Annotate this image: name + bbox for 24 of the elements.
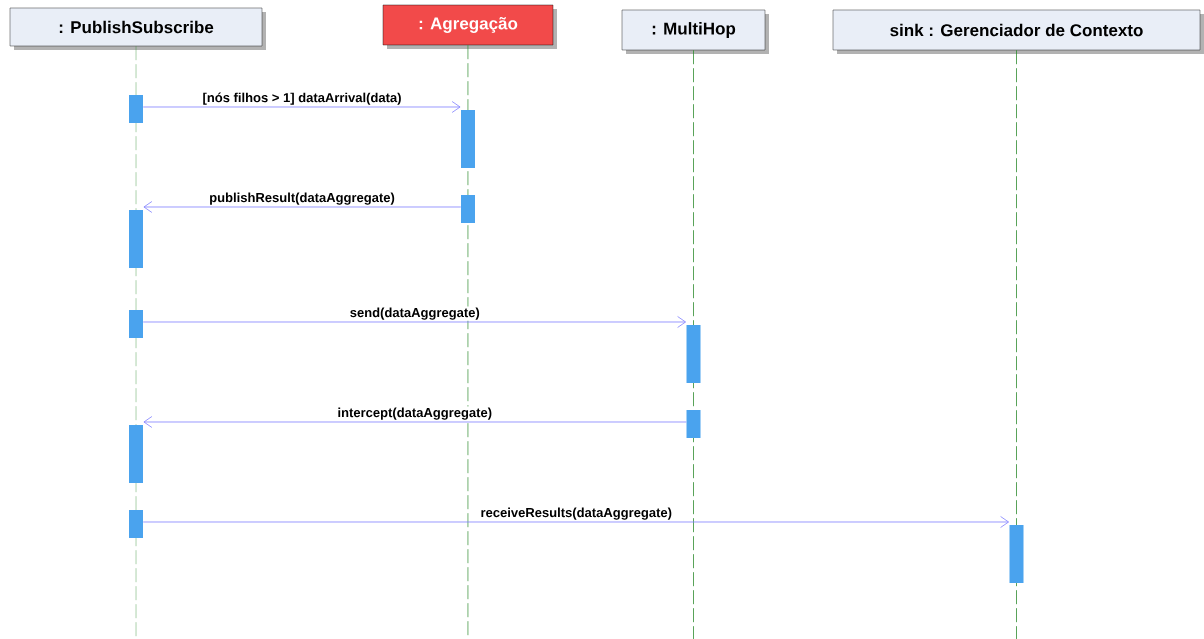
activation-bar	[461, 195, 475, 223]
lifeline-header: sink : Gerenciador de Contexto	[832, 9, 1204, 54]
activation-bar	[129, 310, 143, 338]
activation-bar	[461, 110, 475, 168]
message-label: send(dataAggregate)	[348, 306, 481, 321]
message-label: intercept(dataAggregate)	[336, 406, 494, 421]
message-arrow	[143, 201, 462, 213]
activation-bar	[1009, 525, 1024, 583]
activation-bar	[129, 95, 143, 123]
message-label: receiveResults(dataAggregate)	[479, 506, 673, 521]
activation-bar	[129, 210, 143, 268]
activation-bar	[129, 425, 143, 483]
message-label: publishResult(dataAggregate)	[208, 191, 396, 206]
message-arrow	[142, 101, 461, 113]
activation-bar	[686, 410, 701, 438]
lifeline-header: : Agregação	[382, 4, 557, 49]
activation-bar	[686, 325, 701, 383]
lifeline-header: : MultiHop	[621, 9, 769, 54]
message-label: [nós filhos > 1] dataArrival(data)	[201, 91, 403, 106]
lifeline-header: : PublishSubscribe	[9, 7, 266, 50]
message-arrow	[142, 516, 1009, 528]
message-arrow	[143, 416, 687, 428]
activation-bar	[129, 510, 143, 538]
message-arrow	[142, 316, 686, 328]
